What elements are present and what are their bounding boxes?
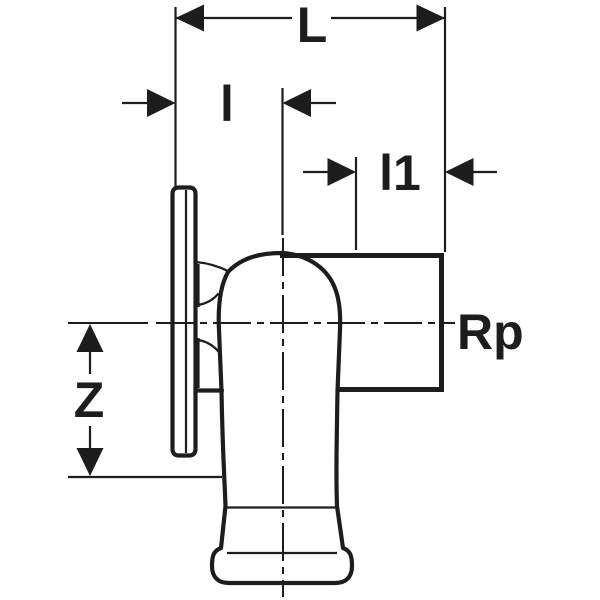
arrowhead-down xyxy=(76,448,104,476)
fitting-outline xyxy=(170,185,444,586)
dimension-L: L xyxy=(174,0,447,252)
dimension-l1: l1 xyxy=(303,145,497,250)
label-L: L xyxy=(297,0,328,53)
centerlines xyxy=(68,238,455,597)
arrowhead-right xyxy=(445,158,474,186)
label-Rp: Rp xyxy=(457,304,524,360)
dimension-l: l xyxy=(122,76,336,235)
body-and-press-socket-outline xyxy=(209,250,355,586)
wall-flange-plate xyxy=(170,185,198,458)
neck-waist-upper-curve xyxy=(198,292,220,307)
label-l: l xyxy=(220,76,234,132)
label-l1: l1 xyxy=(379,145,421,201)
neck-top-contour xyxy=(195,260,230,273)
neck-waist-lower-curve xyxy=(198,338,222,355)
arrowhead-right xyxy=(416,4,445,32)
arrowhead-left xyxy=(175,4,204,32)
arrowhead-right xyxy=(282,89,311,117)
arrowhead-up xyxy=(76,324,104,352)
arrowhead-left xyxy=(327,158,356,186)
arrowhead-left xyxy=(147,89,176,117)
dimension-Z: Z xyxy=(68,324,222,479)
label-Z: Z xyxy=(74,372,105,428)
